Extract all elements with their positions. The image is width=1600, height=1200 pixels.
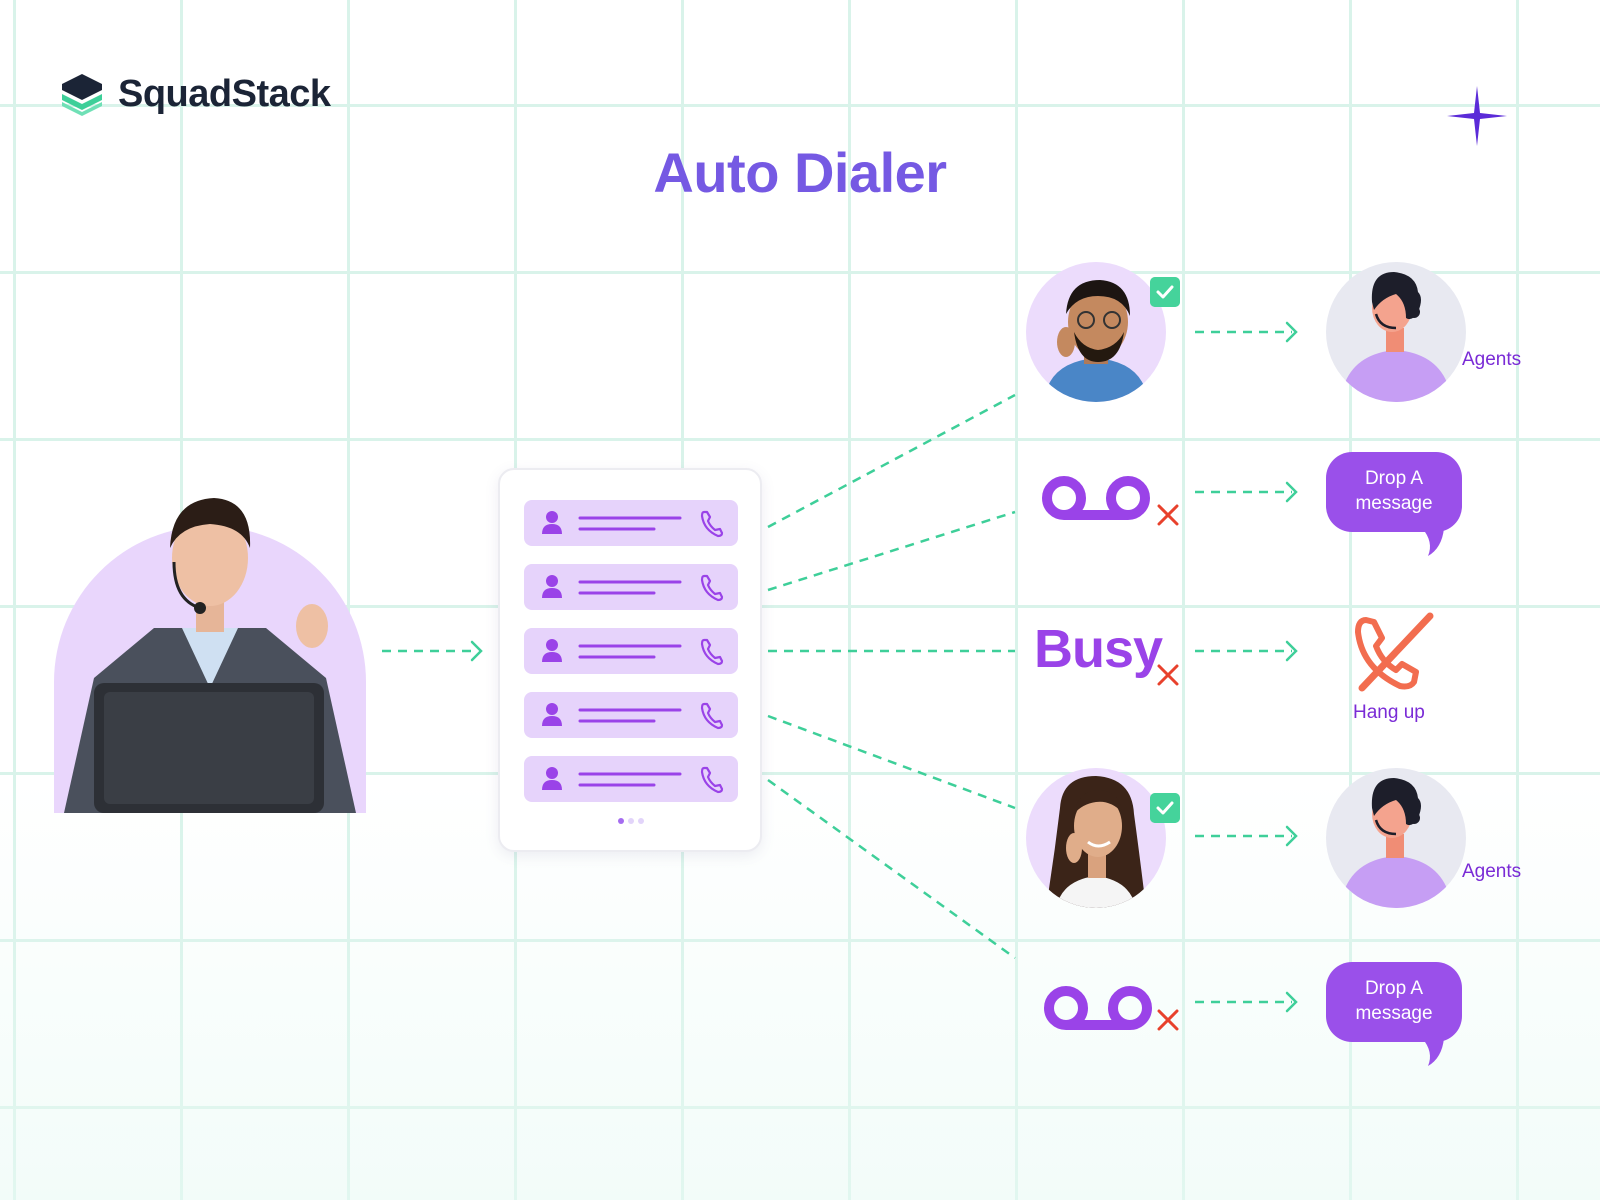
brand-name: SquadStack [118, 72, 331, 115]
phone-icon [700, 510, 724, 538]
user-icon [542, 767, 562, 790]
check-icon [1150, 793, 1180, 823]
close-icon [1157, 504, 1179, 526]
bubble-line-2: message [1355, 1003, 1433, 1024]
diagram-title: Auto Dialer [653, 141, 947, 204]
pagination-dot[interactable] [638, 818, 644, 824]
user-icon [542, 511, 562, 534]
sparkle-icon [1447, 86, 1507, 146]
contact-row[interactable] [524, 500, 738, 546]
agents-label: Agents [1462, 861, 1522, 882]
contact-row[interactable] [524, 564, 738, 610]
brand-logo: SquadStack [58, 70, 331, 118]
bubble-line-1: Drop A [1364, 978, 1424, 999]
operator-illustration [54, 498, 366, 813]
phone-icon [700, 574, 724, 602]
customer-avatar-male [1026, 262, 1166, 402]
user-icon [542, 639, 562, 662]
close-icon [1157, 664, 1179, 686]
check-icon [1150, 277, 1180, 307]
phone-icon [700, 702, 724, 730]
user-icon [542, 575, 562, 598]
dialer-contact-list [498, 468, 762, 852]
user-icon [542, 703, 562, 726]
contact-row[interactable] [524, 628, 738, 674]
busy-status: Busy [1034, 619, 1163, 679]
phone-icon [700, 638, 724, 666]
pagination-dot[interactable] [618, 818, 624, 824]
bubble-line-2: message [1355, 493, 1433, 514]
close-icon [1157, 1009, 1179, 1031]
agents-label: Agents [1462, 349, 1522, 370]
contact-row[interactable] [524, 756, 738, 802]
customer-avatar-female [1026, 768, 1166, 908]
bubble-line-1: Drop A [1364, 468, 1424, 489]
pagination-dot[interactable] [628, 818, 634, 824]
contact-row[interactable] [524, 692, 738, 738]
voicemail-icon [1042, 476, 1150, 520]
stacked-layers-icon [62, 74, 102, 116]
drop-message-bubble: Drop A message [1326, 452, 1462, 559]
agent-avatar [1326, 768, 1466, 908]
voicemail-icon [1044, 986, 1152, 1030]
agent-avatar [1326, 262, 1466, 402]
hang-up-label: Hang up [1353, 702, 1425, 723]
hang-up-icon [1355, 612, 1434, 692]
drop-message-bubble: Drop A message [1326, 962, 1462, 1069]
phone-icon [700, 766, 724, 794]
pagination-dots[interactable] [618, 818, 644, 824]
